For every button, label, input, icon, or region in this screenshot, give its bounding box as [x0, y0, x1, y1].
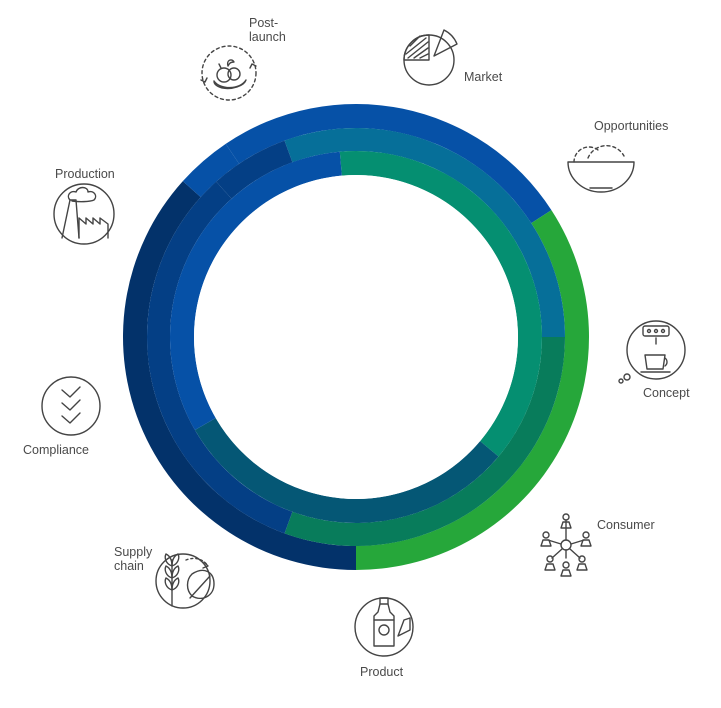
stage-label-concept: Concept	[643, 386, 690, 400]
middle-ring-teal-top	[284, 128, 565, 337]
inner-ring-green-right	[339, 150, 542, 457]
factory-icon	[53, 183, 115, 245]
stage-label-product: Product	[360, 665, 404, 679]
coffee-machine-icon	[618, 320, 686, 384]
stage-label-market: Market	[464, 70, 503, 84]
inner-ring-blue-left	[170, 151, 342, 431]
outer-ring-navy-left	[122, 181, 357, 570]
inner-ring-teal-bottom	[194, 418, 499, 523]
stage-label-consumer: Consumer	[597, 518, 655, 532]
middle-ring-navy-topleft	[216, 140, 293, 199]
stage-label-opportunities: Opportunities	[594, 119, 669, 133]
stage-label-supply-chain: Supply chain	[114, 545, 153, 573]
checklist-icon	[41, 376, 101, 436]
wheat-leaf-icon	[155, 553, 215, 609]
ring-center	[194, 175, 518, 499]
pie-chart-icon	[403, 29, 458, 86]
bottle-icon	[354, 597, 414, 657]
outer-ring-blue-top	[225, 104, 552, 224]
network-people-icon	[540, 513, 592, 577]
fruit-cycle-icon	[200, 45, 257, 101]
outer-ring-blue-topleft	[182, 143, 240, 198]
stage-label-production: Production	[55, 167, 115, 181]
middle-ring-green-bottomright	[284, 337, 565, 546]
bowl-icon	[567, 144, 635, 193]
stage-label-post-launch: Post- launch	[249, 16, 286, 44]
stage-label-compliance: Compliance	[23, 443, 90, 457]
outer-ring-green-right	[356, 210, 589, 570]
middle-ring-navy-left	[147, 181, 293, 534]
